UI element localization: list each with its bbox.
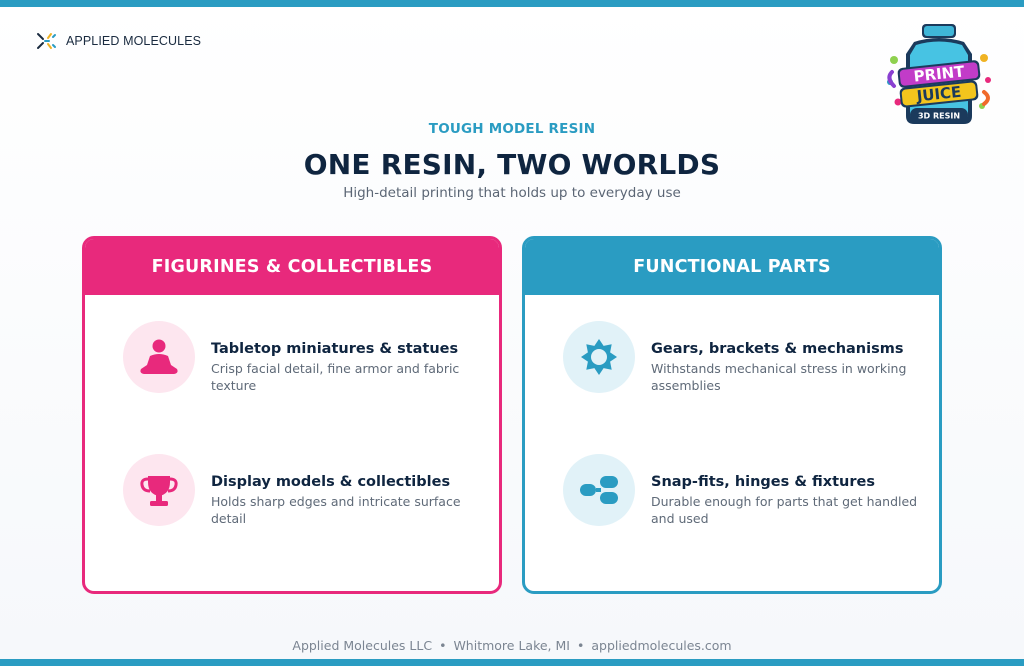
- badge-ribbon: 3D RESIN: [918, 112, 960, 121]
- brand-name: APPLIED MOLECULES: [66, 34, 202, 48]
- feature-item: Snap-fits, hinges & fixtures Durable eno…: [563, 454, 923, 530]
- gear-icon-badge: [563, 321, 635, 393]
- feature-title: Gears, brackets & mechanisms: [651, 341, 904, 357]
- figurines-card: FIGURINES & COLLECTIBLES Tabletop miniat…: [82, 236, 502, 594]
- feature-title: Snap-fits, hinges & fixtures: [651, 474, 875, 490]
- trophy-icon: [140, 476, 178, 506]
- footer-company: Applied Molecules LLC: [292, 638, 433, 653]
- gear-icon: [581, 339, 617, 375]
- feature-item: Gears, brackets & mechanisms Withstands …: [563, 321, 923, 397]
- figure-icon-badge: [123, 321, 195, 393]
- snap-fit-icon: [580, 476, 618, 504]
- feature-item: Tabletop miniatures & statues Crisp faci…: [123, 321, 483, 397]
- feature-description: Crisp facial detail, fine armor and fabr…: [211, 361, 460, 393]
- footer-location: Whitmore Lake, MI: [453, 638, 570, 653]
- footer-website: appliedmolecules.com: [591, 638, 732, 653]
- molecule-logo-icon: [37, 33, 56, 49]
- bottom-accent-bar: [0, 659, 1024, 666]
- top-accent-bar: [0, 0, 1024, 7]
- feature-description: Durable enough for parts that get handle…: [651, 494, 918, 526]
- feature-title: Tabletop miniatures & statues: [211, 341, 459, 357]
- footer-separator: •: [576, 638, 585, 653]
- trophy-icon-badge: [123, 454, 195, 526]
- page-subtitle: High-detail printing that holds up to ev…: [343, 185, 681, 201]
- brand-logo: APPLIED MOLECULES: [36, 31, 201, 51]
- card-header-functional: FUNCTIONAL PARTS: [525, 239, 939, 295]
- snap-fit-icon-badge: [563, 454, 635, 526]
- footer-separator: •: [439, 638, 447, 653]
- footer: Applied Molecules LLC • Whitmore Lake, MI •…: [0, 638, 1024, 653]
- feature-title: Display models & collectibles: [211, 474, 451, 490]
- functional-parts-card: FUNCTIONAL PARTS Gears, brackets & mecha…: [522, 236, 942, 594]
- feature-description: Holds sharp edges and intricate surface …: [211, 494, 461, 526]
- badge-line1: PRINT: [913, 62, 966, 85]
- eyebrow-label: TOUGH MODEL RESIN: [428, 121, 596, 137]
- feature-item: Display models & collectibles Holds shar…: [123, 454, 483, 530]
- figure-icon: [140, 339, 178, 374]
- resin-bottle-logo-icon: PRINT JUICE 3D RESIN: [887, 24, 991, 124]
- badge-line2: JUICE: [915, 83, 962, 106]
- card-header-figurines: FIGURINES & COLLECTIBLES: [85, 239, 499, 295]
- print-juice-badge: PRINT JUICE 3D RESIN: [884, 20, 994, 130]
- page-title: ONE RESIN, TWO WORLDS: [303, 148, 721, 181]
- feature-description: Withstands mechanical stress in working …: [651, 361, 907, 393]
